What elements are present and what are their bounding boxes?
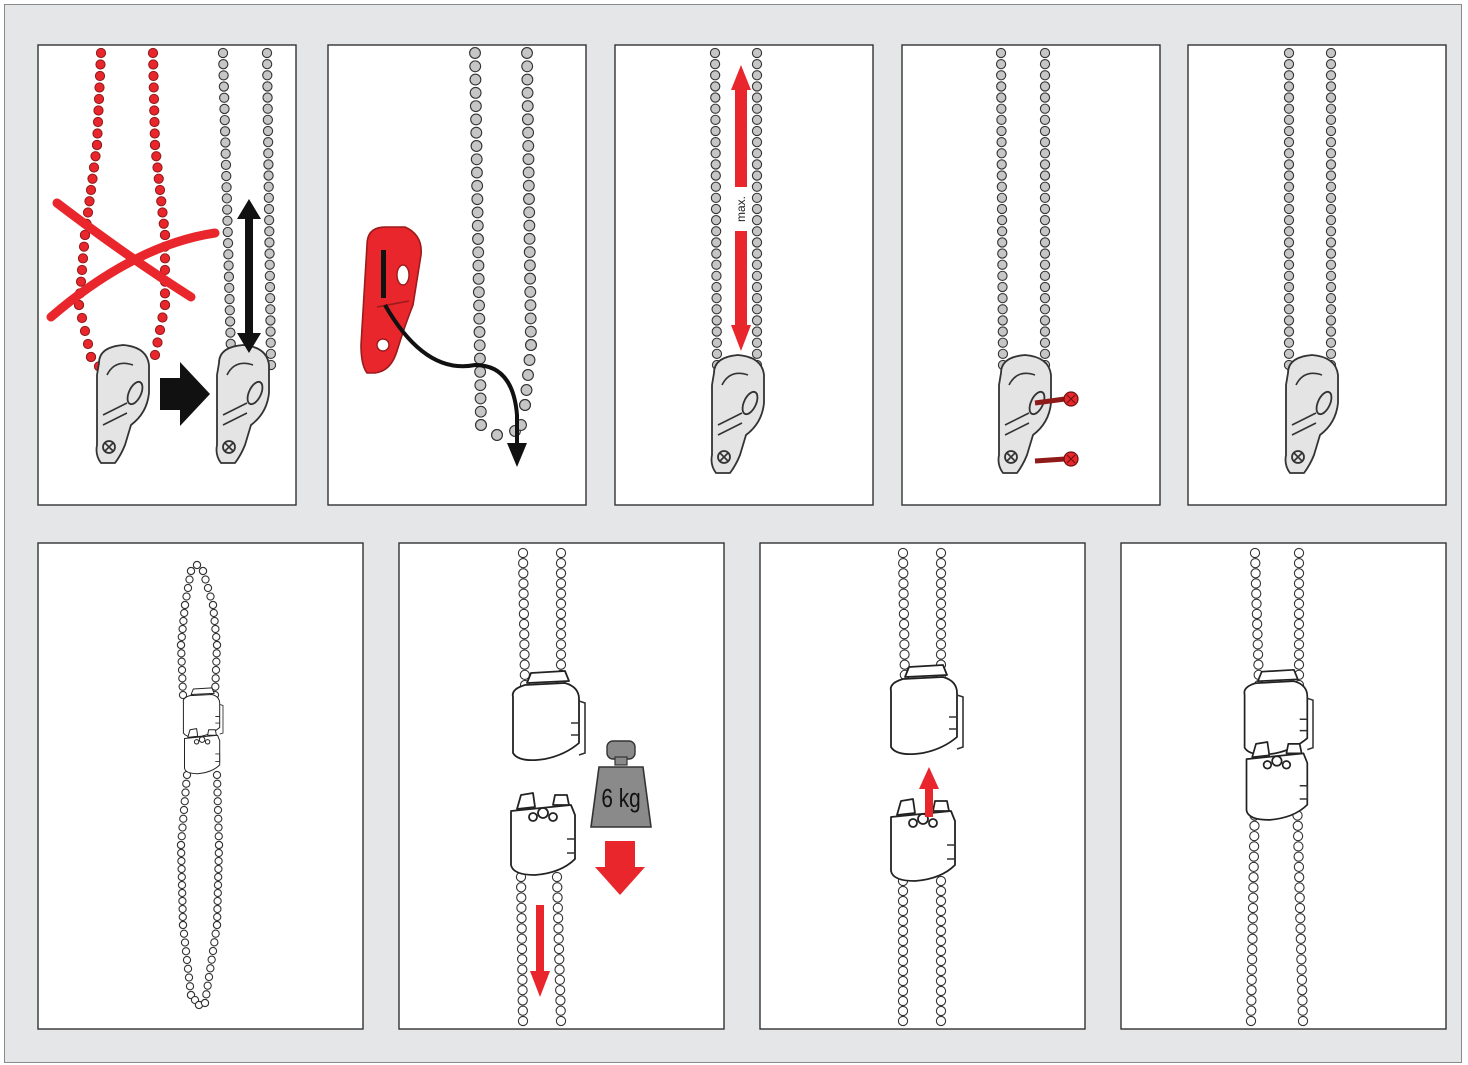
down-arrow-icon (507, 443, 527, 467)
instruction-diagram: max. 6 kg (37, 44, 1447, 1030)
red-cross-icon (46, 198, 220, 322)
max-label: max. (734, 196, 748, 222)
step-panel-1 (37, 44, 297, 506)
weight-label: 6 kg (601, 784, 640, 813)
weight-icon (590, 740, 652, 828)
double-arrow-icon (237, 199, 261, 353)
down-arrow-icon (595, 841, 645, 895)
down-arrow-icon (530, 905, 550, 997)
chain-path-line (383, 304, 519, 445)
screw-icon (1034, 451, 1079, 467)
screw-icon (1034, 391, 1079, 407)
right-arrow-icon (160, 362, 210, 426)
red-clip-icon (360, 226, 422, 374)
up-arrow-icon (919, 767, 939, 817)
step-panel-6 (37, 542, 364, 1030)
step-panel-4 (901, 44, 1161, 506)
instruction-sheet: max. 6 kg (4, 4, 1462, 1063)
max-double-arrow-icon (731, 65, 751, 351)
